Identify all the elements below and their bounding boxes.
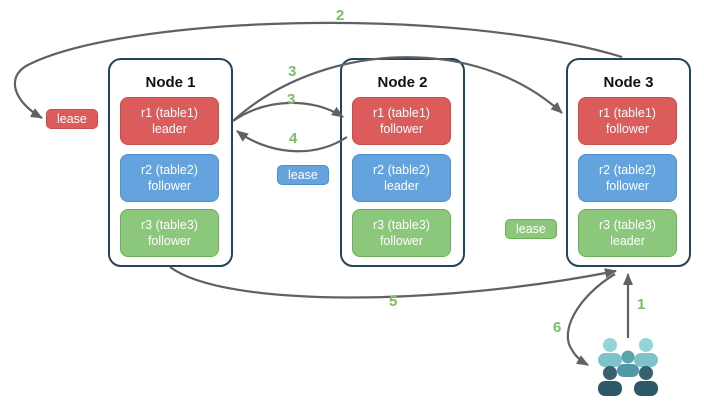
node-2-replica-r1: r1 (table1) follower	[352, 97, 451, 145]
replica-name: r1 (table1)	[373, 105, 430, 120]
node-1-replica-r1: r1 (table1) leader	[120, 97, 219, 145]
node-3: Node 3 r1 (table1) follower r2 (table2) …	[566, 58, 691, 267]
replica-role: leader	[152, 122, 187, 136]
step-label-3b: 3	[287, 91, 296, 108]
node-2-title: Node 2	[377, 74, 428, 91]
arrow-2-node3-to-lease1	[13, 21, 623, 119]
node-3-title: Node 3	[603, 74, 654, 91]
node-2-replica-r2: r2 (table2) leader	[352, 154, 451, 202]
lease-badge-table1: lease	[46, 109, 98, 129]
node-1-title: Node 1	[145, 74, 196, 91]
step-label-1: 1	[637, 296, 646, 313]
step-label-5: 5	[389, 293, 398, 310]
node-3-replica-r2: r2 (table2) follower	[578, 154, 677, 202]
step-label-3a: 3	[288, 63, 297, 80]
node-2-replica-r3: r3 (table3) follower	[352, 209, 451, 257]
node-1-replica-r3: r3 (table3) follower	[120, 209, 219, 257]
node-2: Node 2 r1 (table1) follower r2 (table2) …	[340, 58, 465, 267]
node-3-replica-r3: r3 (table3) leader	[578, 209, 677, 257]
replica-name: r1 (table1)	[599, 105, 656, 120]
replica-role: leader	[610, 234, 645, 248]
replica-role: follower	[379, 122, 424, 136]
lease-badge-table2: lease	[277, 165, 329, 185]
replica-name: r3 (table3)	[599, 217, 656, 232]
users-icon	[598, 338, 658, 396]
replica-name: r3 (table3)	[373, 217, 430, 232]
step-label-2: 2	[336, 7, 345, 24]
replica-name: r1 (table1)	[141, 105, 198, 120]
replica-role: follower	[605, 122, 650, 136]
lease-badge-table3: lease	[505, 219, 557, 239]
step-label-6: 6	[553, 319, 562, 336]
replica-role: leader	[384, 179, 419, 193]
node-3-replica-r1: r1 (table1) follower	[578, 97, 677, 145]
node-1: Node 1 r1 (table1) leader r2 (table2) fo…	[108, 58, 233, 267]
replica-role: follower	[379, 234, 424, 248]
replica-role: follower	[147, 179, 192, 193]
replica-name: r2 (table2)	[373, 162, 430, 177]
step-label-4: 4	[289, 130, 298, 147]
replica-name: r3 (table3)	[141, 217, 198, 232]
replica-name: r2 (table2)	[599, 162, 656, 177]
replica-name: r2 (table2)	[141, 162, 198, 177]
replica-role: follower	[147, 234, 192, 248]
node-1-replica-r2: r2 (table2) follower	[120, 154, 219, 202]
replica-role: follower	[605, 179, 650, 193]
